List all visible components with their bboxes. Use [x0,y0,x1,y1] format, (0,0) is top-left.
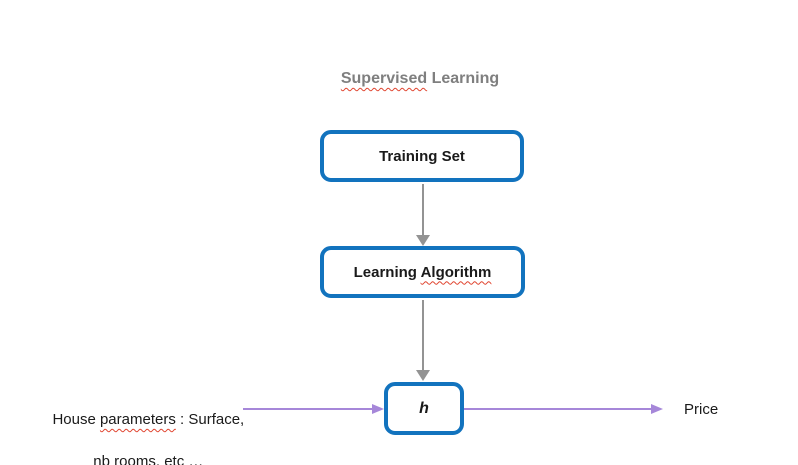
arrow-training-to-algorithm-line [422,184,424,236]
learning-algorithm-box: Learning Algorithm [320,246,525,298]
arrow-right-icon [651,404,663,414]
output-arrow-line [464,408,651,410]
input-arrow-line [243,408,373,410]
training-set-label: Training Set [379,147,465,165]
hypothesis-box: h [384,382,464,435]
title-word-learning: Learning [427,70,500,87]
arrow-algorithm-to-hypothesis-line [422,300,424,370]
arrow-right-icon [372,404,384,414]
title-word-supervised: Supervised [340,70,428,87]
learning-algorithm-label: Learning Algorithm [353,263,492,281]
training-set-box: Training Set [320,130,524,182]
output-label: Price [684,401,719,418]
arrow-down-icon [416,370,430,381]
hypothesis-label: h [419,399,429,417]
diagram-title: Supervised Learning [290,70,550,88]
arrow-down-icon [416,235,430,246]
input-label: House parameters : Surface, nb rooms, et… [52,411,245,465]
